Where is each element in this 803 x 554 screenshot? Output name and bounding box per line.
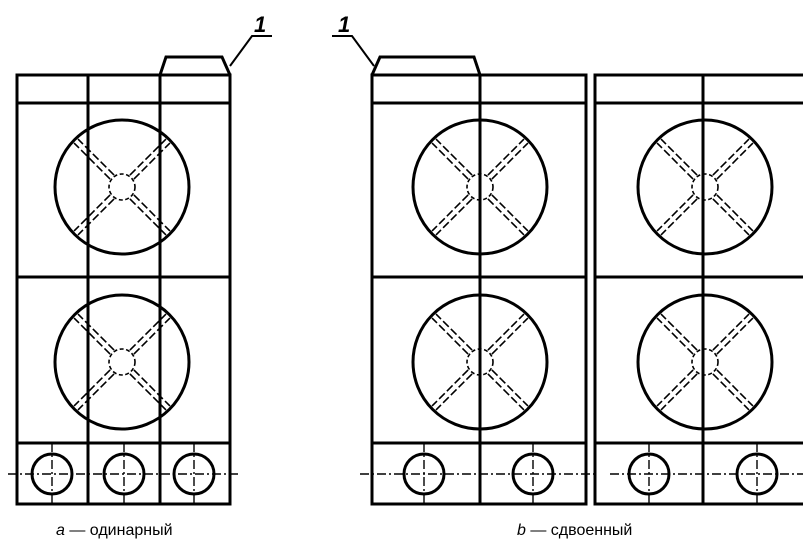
callout-1-leader-b: [332, 35, 375, 67]
fan-blade-line: [656, 142, 694, 180]
fan-blade-line: [129, 373, 167, 411]
fan-blade-line: [77, 138, 115, 176]
fan-blade-line: [133, 317, 171, 355]
callout-1-label-a: 1: [254, 12, 266, 37]
fan-blade-line: [487, 138, 525, 176]
fan: [411, 293, 549, 431]
fan-blade-line: [491, 142, 529, 180]
fan-blade-line: [712, 313, 750, 351]
fan-blade-line: [656, 317, 694, 355]
fan-blade-line: [491, 369, 529, 407]
fan-blade-line: [712, 373, 750, 411]
fan-blade-line: [129, 198, 167, 236]
unit-b2-outline: [593, 73, 803, 506]
fan: [411, 118, 549, 256]
fan: [53, 293, 191, 431]
fan: [53, 118, 191, 256]
fan-blade-line: [716, 317, 754, 355]
unit-a-outline: [15, 73, 232, 506]
fan-hub: [691, 173, 719, 201]
view-b-left-unit: [370, 55, 588, 506]
fans-layer: [53, 118, 774, 431]
fan-blade-line: [435, 313, 473, 351]
fan-ring: [636, 118, 774, 256]
fan-blade-line: [487, 198, 525, 236]
fan-blade-line: [716, 142, 754, 180]
fan-blade-line: [716, 369, 754, 407]
fan-blade-line: [660, 373, 698, 411]
callout-1-cap-b: [370, 55, 482, 76]
fan-blade-line: [73, 142, 111, 180]
fan: [636, 293, 774, 431]
caption-a: a — одинарный: [56, 522, 173, 540]
caption-b-letter: b: [517, 522, 526, 539]
fan-blade-line: [712, 198, 750, 236]
fan-blade-line: [435, 138, 473, 176]
fan-blade-line: [712, 138, 750, 176]
fan-blade-line: [660, 313, 698, 351]
view-a-single-unit: [15, 55, 232, 506]
fan-blade-line: [660, 138, 698, 176]
fan-blade-line: [133, 194, 171, 232]
fan-blade-line: [656, 369, 694, 407]
fan-hub: [108, 173, 136, 201]
fan-blade-line: [487, 313, 525, 351]
fan-blade-line: [431, 317, 469, 355]
fan-hub: [466, 173, 494, 201]
fan-ring: [411, 293, 549, 431]
fan-blade-line: [77, 313, 115, 351]
callout-1-cap-a: [158, 55, 232, 76]
fan-hub: [691, 348, 719, 376]
fan-blade-line: [435, 198, 473, 236]
caption-b: b — сдвоенный: [517, 522, 632, 540]
fan-blade-line: [660, 198, 698, 236]
callout-1-leader-a: [229, 35, 272, 67]
fan-blade-line: [129, 313, 167, 351]
fan-blade-line: [73, 317, 111, 355]
fan-blade-line: [716, 194, 754, 232]
fan: [636, 118, 774, 256]
fan-ring: [411, 118, 549, 256]
fan-blade-line: [73, 194, 111, 232]
fan-blade-line: [491, 194, 529, 232]
ports-layer: [8, 443, 803, 505]
fan-hub: [108, 348, 136, 376]
caption-a-letter: a: [56, 522, 65, 539]
callout-1-label-b: 1: [338, 12, 350, 37]
fan-blade-line: [77, 198, 115, 236]
fan-blade-line: [133, 369, 171, 407]
fan-ring: [53, 293, 191, 431]
fan-blade-line: [491, 317, 529, 355]
fan-blade-line: [77, 373, 115, 411]
fan-blade-line: [431, 369, 469, 407]
fan-blade-line: [73, 369, 111, 407]
fan-blade-line: [133, 142, 171, 180]
fan-blade-line: [129, 138, 167, 176]
fan-blade-line: [431, 142, 469, 180]
fan-blade-line: [487, 373, 525, 411]
fan-blade-line: [431, 194, 469, 232]
fan-blade-line: [435, 373, 473, 411]
fan-ring: [636, 293, 774, 431]
fan-ring: [53, 118, 191, 256]
caption-a-text: — одинарный: [64, 522, 173, 539]
fan-hub: [466, 348, 494, 376]
fan-blade-line: [656, 194, 694, 232]
view-b-right-unit: [593, 73, 803, 506]
caption-b-text: — сдвоенный: [525, 522, 633, 539]
